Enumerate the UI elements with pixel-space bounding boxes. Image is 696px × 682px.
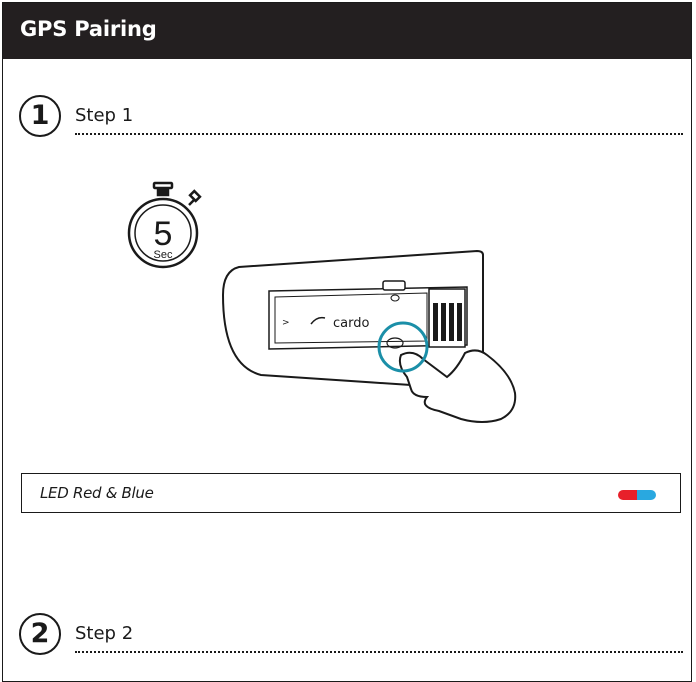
step-1-heading: 1 Step 1 [19,95,683,143]
led-blue-segment [637,490,656,500]
dotted-rule [75,133,683,135]
led-indicator-row: LED Red & Blue [21,473,681,513]
led-color-indicator [618,490,656,500]
stopwatch-icon [127,181,202,269]
step-number-badge: 2 [19,613,61,655]
timer-unit: Sec [154,249,173,261]
panel-header: GPS Pairing [3,3,691,59]
svg-text:>: > [282,318,290,328]
step-number-badge: 1 [19,95,61,137]
step-label: Step 2 [75,623,134,644]
dotted-rule [75,651,683,653]
led-red-segment [618,490,637,500]
step-label: Step 1 [75,105,134,126]
step-2-heading: 2 Step 2 [19,613,683,661]
timer-value: 5 [154,215,173,253]
press-button-illustration: 5 Sec > cardo [127,181,517,423]
hand-icon [398,349,517,423]
led-description: LED Red & Blue [40,484,154,502]
page-title: GPS Pairing [20,17,157,41]
device-brand: cardo [333,316,369,331]
press-highlight-ring [377,321,429,373]
scroll-wheel [428,288,466,348]
